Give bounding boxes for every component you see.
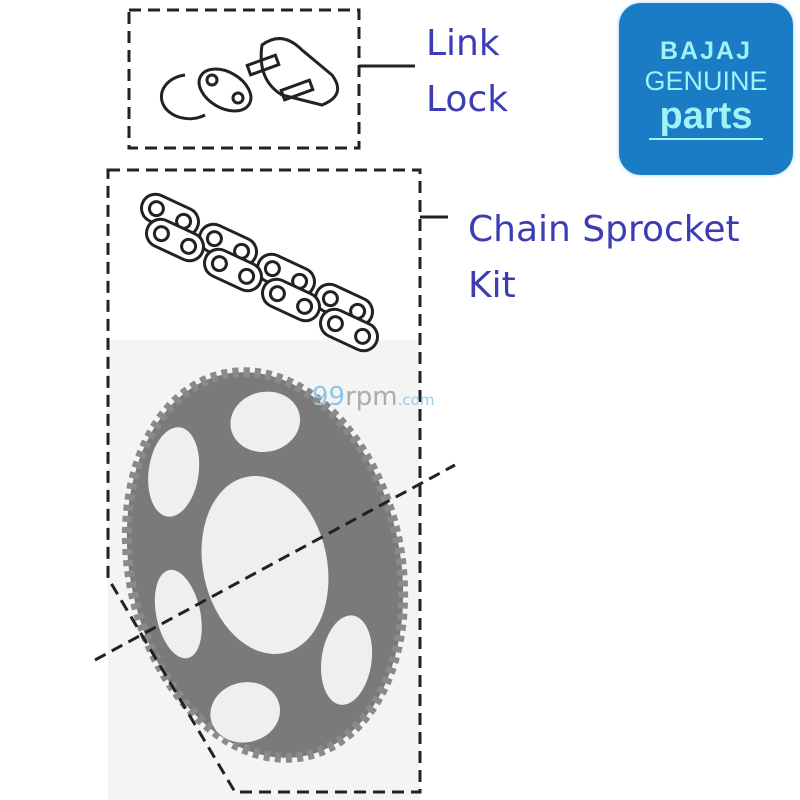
sprocket-axis-line [94,463,456,662]
bajaj-genuine-parts-logo: BAJAJ GENUINE parts [619,3,793,175]
chain-sprocket-kit-label: Chain Sprocket Kit [468,209,740,306]
logo-underline [649,138,763,140]
link-lock-drawing [159,37,340,121]
chain-link [202,247,264,293]
chain-link [318,307,380,353]
chain-link [260,277,322,323]
chain-drawing [139,192,380,353]
dashed-outlines [94,8,456,794]
link-lock-label: Link Lock [426,23,509,120]
chain-link [144,217,206,263]
chain-kit-box [106,168,422,794]
link-lock-box [127,8,361,150]
rear-sprocket [121,367,409,763]
watermark: 99rpm.com [312,382,435,412]
chain-link [313,282,375,328]
